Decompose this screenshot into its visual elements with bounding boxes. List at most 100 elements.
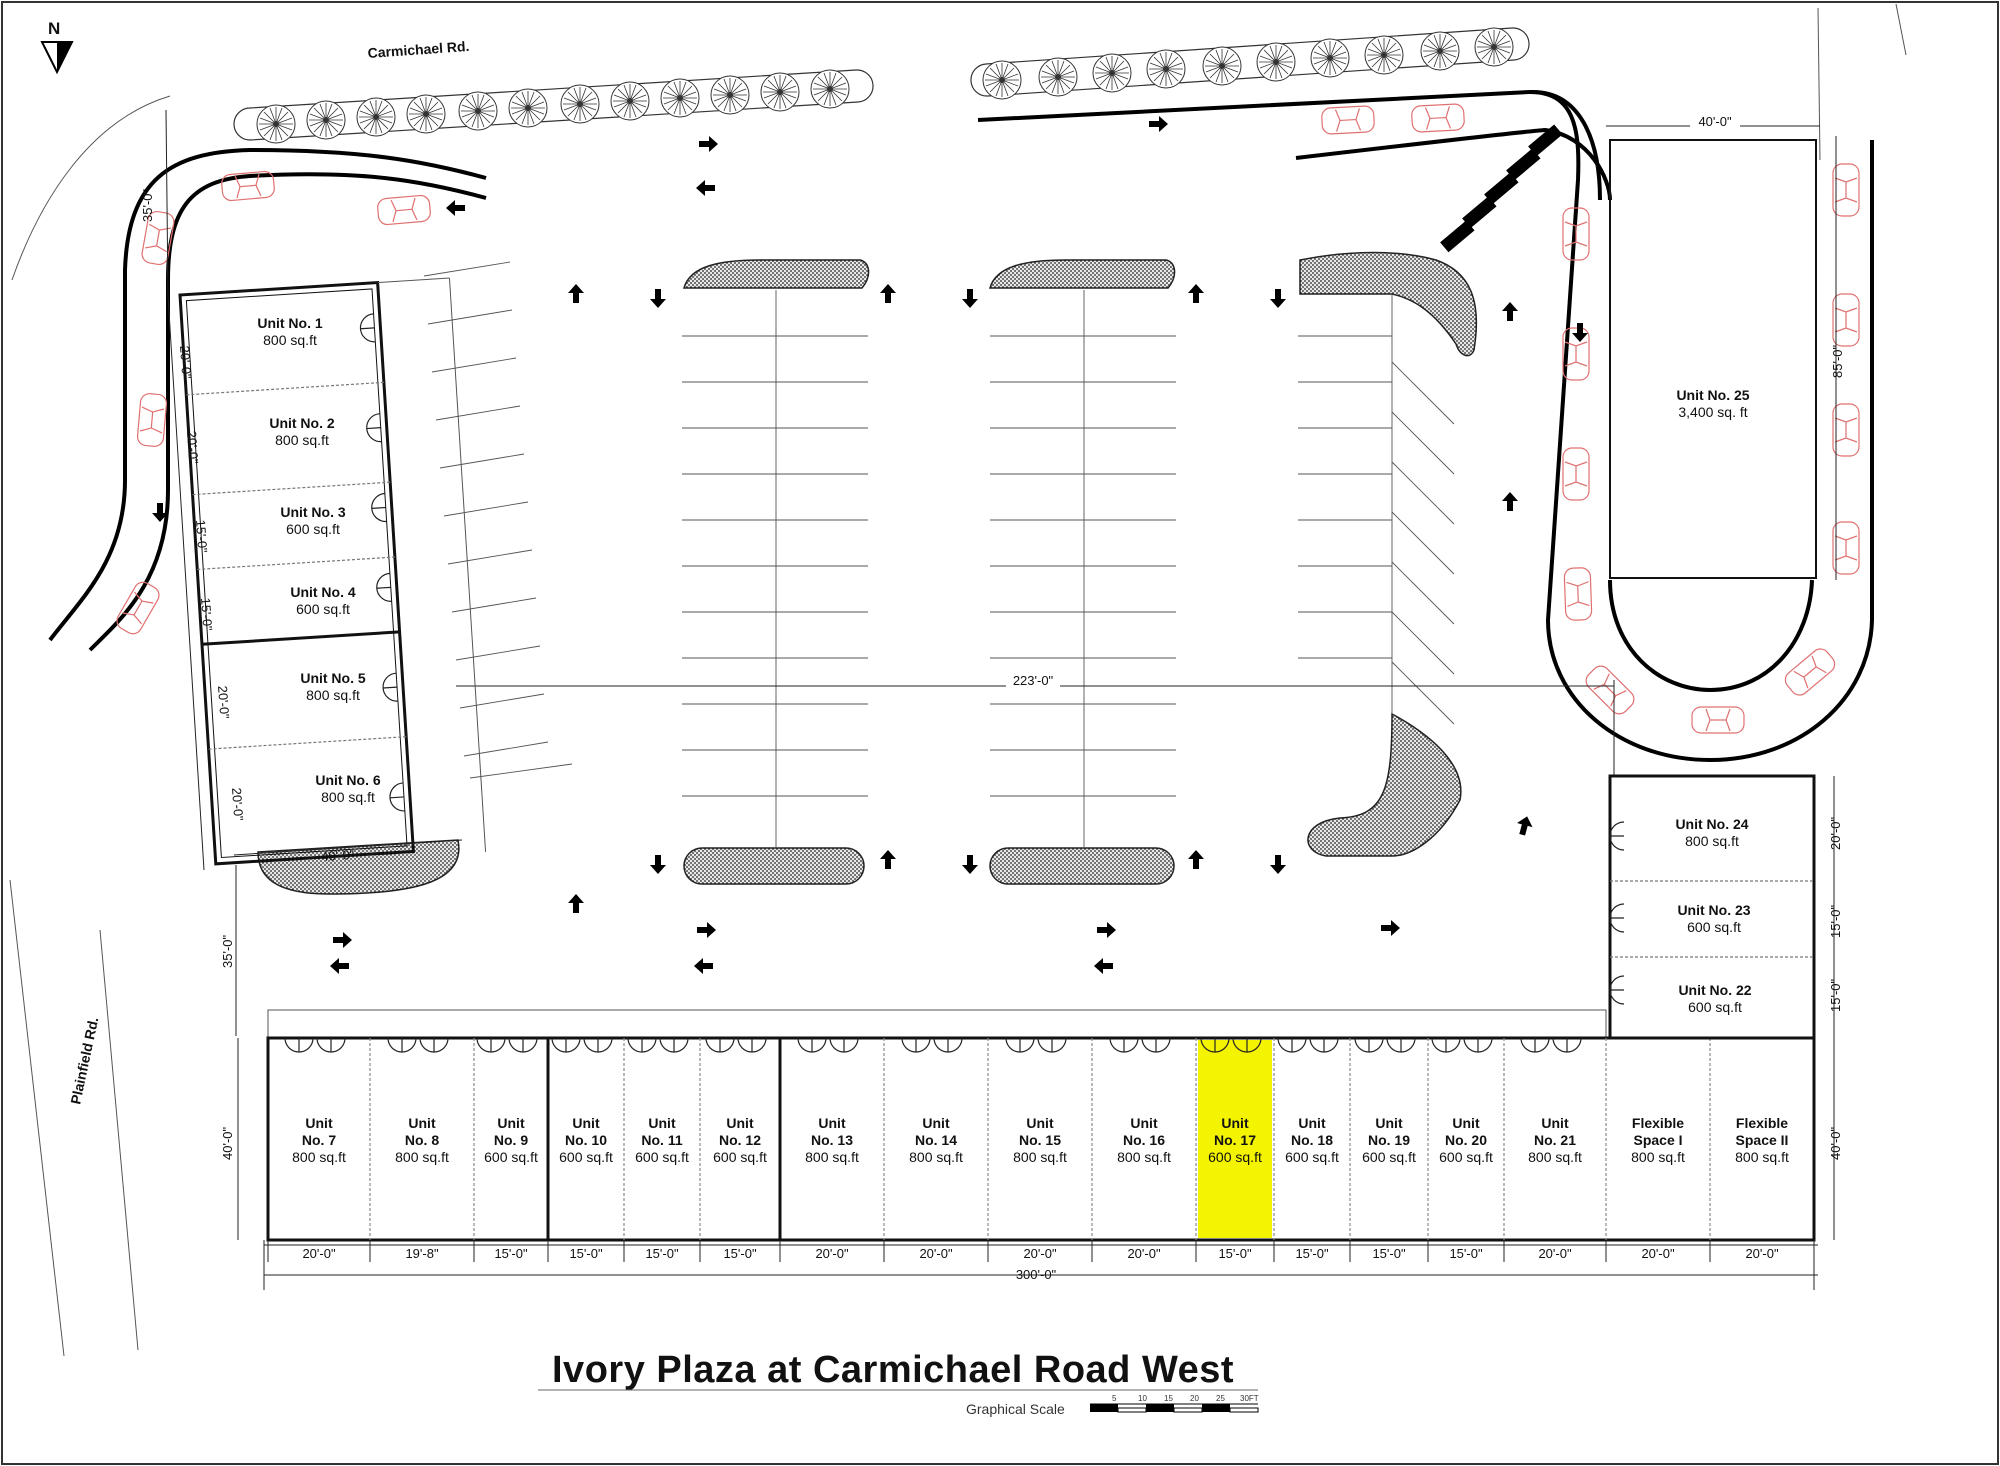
unit-5-name: Unit No. 5 (300, 670, 366, 686)
plan-title: Ivory Plaza at Carmichael Road West (552, 1349, 1234, 1391)
door-icon (1552, 1037, 1582, 1053)
unit-21-area: 800 sq.ft (1528, 1149, 1582, 1165)
unit-18-line2: No. 18 (1291, 1132, 1333, 1148)
scale-tick: 30FT (1240, 1394, 1259, 1403)
unit-9-dim: 15'-0" (494, 1246, 528, 1261)
unit-20-area: 600 sq.ft (1439, 1149, 1493, 1165)
unit-1-name: Unit No. 1 (257, 315, 323, 331)
unit-22-line1: Flexible (1632, 1115, 1684, 1131)
road-label-north: Carmichael Rd. (367, 38, 470, 61)
door-icon (387, 1037, 417, 1053)
west-unit-labels: Unit No. 1 800 sq.ft Unit No. 2 800 sq.f… (257, 315, 381, 805)
unit-18-dim: 15'-0" (1295, 1246, 1329, 1261)
unit-8-line1: Unit (408, 1115, 436, 1131)
unit-7-dim: 20'-0" (302, 1246, 336, 1261)
unit-6-dim: 20'-0" (229, 787, 246, 821)
unit-14-line1: Unit (922, 1115, 950, 1131)
unit-23-area: 800 sq.ft (1735, 1149, 1789, 1165)
unit-22-line2: Space I (1633, 1132, 1682, 1148)
unit-23-line2: Space II (1736, 1132, 1789, 1148)
unit-25-name: Unit No. 25 (1676, 387, 1749, 403)
door-icon (1520, 1037, 1550, 1053)
road-label-west: Plainfield Rd. (67, 1016, 101, 1106)
unit-9-line2: No. 9 (494, 1132, 528, 1148)
unit-21-dim: 20'-0" (1538, 1246, 1572, 1261)
unit-4-name: Unit No. 4 (290, 584, 356, 600)
unit-13-line1: Unit (818, 1115, 846, 1131)
unit-13-area: 800 sq.ft (805, 1149, 859, 1165)
unit-17-area: 600 sq.ft (1208, 1149, 1262, 1165)
unit-18-area: 600 sq.ft (1285, 1149, 1339, 1165)
unit-22-dim: 15'-0" (1828, 978, 1843, 1012)
door-icon (508, 1037, 538, 1053)
unit-4-area: 600 sq.ft (296, 601, 350, 617)
unit-17-line1: Unit (1221, 1115, 1249, 1131)
door-icon (583, 1037, 613, 1053)
west-setback-dim: 35'-0" (140, 188, 155, 222)
unit-7-line2: No. 7 (302, 1132, 336, 1148)
door-icon (1277, 1037, 1307, 1053)
unit-23-area: 600 sq.ft (1687, 919, 1741, 935)
unit-16-area: 800 sq.ft (1117, 1149, 1171, 1165)
door-icon (1354, 1037, 1384, 1053)
drive-thru-loop-outer (1529, 90, 1874, 763)
unit-13-line2: No. 13 (811, 1132, 853, 1148)
unit-12-dim: 15'-0" (723, 1246, 757, 1261)
door-icon (659, 1037, 689, 1053)
unit-11-area: 600 sq.ft (635, 1149, 689, 1165)
door-icon (1141, 1037, 1171, 1053)
parking-islands (257, 251, 1478, 895)
unit-19-area: 600 sq.ft (1362, 1149, 1416, 1165)
unit-15-area: 800 sq.ft (1013, 1149, 1067, 1165)
west-entrance-curb (88, 172, 487, 652)
unit-10-line2: No. 10 (565, 1132, 607, 1148)
unit-12-area: 600 sq.ft (713, 1149, 767, 1165)
unit-3-name: Unit No. 3 (280, 504, 346, 520)
unit-22-dim: 20'-0" (1641, 1246, 1675, 1261)
unit-24-area: 800 sq.ft (1685, 833, 1739, 849)
unit-21-line1: Unit (1541, 1115, 1569, 1131)
unit-15-line1: Unit (1026, 1115, 1054, 1131)
unit-9-area: 600 sq.ft (484, 1149, 538, 1165)
unit-3-dim: 15'-0" (193, 519, 210, 553)
scale-tick: 10 (1138, 1394, 1147, 1403)
door-icon (627, 1037, 657, 1053)
door-icon (1463, 1037, 1493, 1053)
south-dimensions: 20'-0"19'-8"15'-0"15'-0"15'-0"15'-0"20'-… (263, 1240, 1815, 1290)
unit-10-line1: Unit (572, 1115, 600, 1131)
east-unit-labels: Unit No. 24 800 sq.ft Unit No. 23 600 sq… (1675, 816, 1843, 1015)
door-icon (1309, 1037, 1339, 1053)
unit-21-line2: No. 21 (1534, 1132, 1576, 1148)
drive-thru-loop-inner (1608, 579, 1814, 693)
unit-14-dim: 20'-0" (919, 1246, 953, 1261)
door-icon (1005, 1037, 1035, 1053)
unit-2-dim: 20'-0" (184, 430, 201, 464)
door-icon (1037, 1037, 1067, 1053)
unit-23-name: Unit No. 23 (1677, 902, 1750, 918)
road-edge (9, 879, 65, 1357)
unit-2-area: 800 sq.ft (275, 432, 329, 448)
door-icon (551, 1037, 581, 1053)
unit-20-line1: Unit (1452, 1115, 1480, 1131)
unit-23-dim: 15'-0" (1828, 904, 1843, 938)
road-edge (99, 929, 139, 1351)
unit-25-area: 3,400 sq. ft (1678, 404, 1747, 420)
door-icon (901, 1037, 931, 1053)
lot-span-label: 223'-0" (1013, 673, 1054, 688)
unit-20-line2: No. 20 (1445, 1132, 1487, 1148)
unit-8-area: 800 sq.ft (395, 1149, 449, 1165)
crosswalk (1440, 124, 1563, 253)
door-icon (829, 1037, 859, 1053)
unit-11-line1: Unit (648, 1115, 676, 1131)
north-arrow-label: N (48, 19, 60, 38)
lot-span-dimension (456, 674, 1615, 776)
road-edge (1817, 7, 1821, 161)
south-depth-dim-west: 40'-0" (220, 1126, 235, 1160)
unit-25-building: Unit No. 25 3,400 sq. ft 40'-0" 85'-0" (1606, 114, 1845, 580)
door-icon (1431, 1037, 1461, 1053)
east-entrance-curb (1295, 127, 1612, 201)
tree-row-west (256, 69, 850, 144)
